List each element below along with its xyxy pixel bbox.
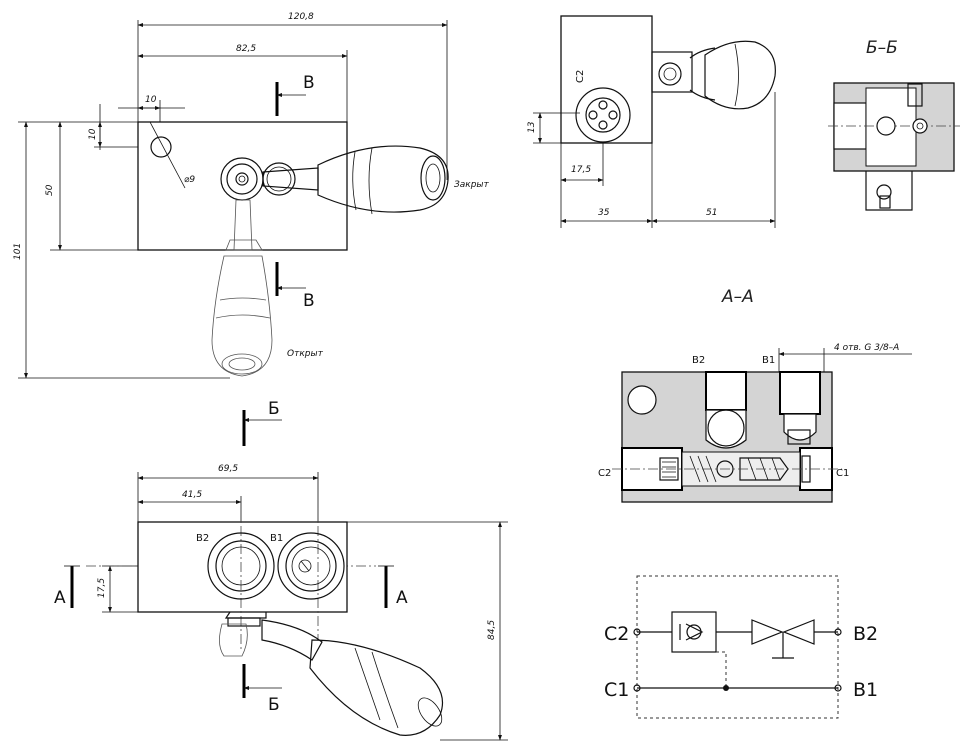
dim-hole-dia-text: ⌀9 [184, 175, 195, 185]
top-view: Б Б 69,5 41,5 17,5 84,5 [54, 399, 508, 741]
top-label-b1: B1 [270, 533, 283, 544]
aa-label-b1: B1 [762, 355, 775, 366]
cut-a-left-label: А [54, 588, 66, 608]
cut-mark-b-top: Б [242, 399, 282, 446]
hydraulic-schematic: C2 C1 B2 B1 [604, 575, 878, 719]
top-handle [219, 611, 444, 736]
shutoff-valve-symbol [751, 619, 815, 659]
dim-height-total: 101 [13, 121, 230, 379]
side-view: C2 13 17,5 35 51 [527, 15, 776, 228]
dim-offset-x-text: 10 [145, 95, 157, 105]
mounting-hole [150, 136, 172, 158]
dim-side-x-port-text: 17,5 [571, 165, 591, 175]
dim-side-y-port: 13 [527, 112, 580, 144]
port-b1 [277, 532, 345, 600]
section-bb-title: Б–Б [866, 38, 898, 58]
aa-label-b2: B2 [692, 355, 705, 366]
cut-b-top-label: Б [268, 399, 280, 419]
cut-b-bottom-label: Б [268, 695, 280, 715]
dim-side-widths: 35 51 [560, 92, 776, 228]
handle-open: Открыт [211, 199, 324, 377]
section-mark-b-bottom: В [275, 262, 315, 311]
cut-mark-a-left: А [54, 565, 80, 608]
schematic-label-b1: B1 [853, 679, 878, 701]
section-b-bottom-label: В [303, 291, 315, 311]
top-label-b2: B2 [196, 533, 209, 544]
dim-top-y-text: 17,5 [97, 578, 107, 598]
label-closed: Закрыт [454, 180, 490, 190]
section-aa: А–А 4 отв. G 3/8–А B2 B1 [598, 287, 912, 503]
section-b-top-label: В [303, 73, 315, 93]
valve-body-side [560, 15, 653, 144]
dim-top-height-text: 84,5 [487, 620, 497, 640]
section-bb: Б–Б [828, 38, 960, 211]
dim-side-x-port: 17,5 [560, 143, 604, 186]
side-port-label: C2 [575, 70, 586, 83]
dim-width-body: 82,5 [137, 44, 348, 58]
dim-side-w-body-text: 35 [598, 208, 610, 218]
dim-side-w-handle-text: 51 [706, 208, 717, 218]
section-mark-b-top: В [275, 73, 315, 116]
dim-height-total-text: 101 [13, 243, 23, 260]
dim-top-y: 17,5 [97, 565, 138, 613]
dim-height-body: 50 [45, 121, 138, 251]
port-b2 [207, 532, 275, 600]
aa-label-c2: C2 [598, 468, 611, 479]
dim-width-total-text: 120,8 [288, 12, 314, 22]
thread-note: 4 отв. G 3/8–А [778, 343, 912, 372]
schematic-boundary [636, 575, 839, 719]
dim-width-total: 120,8 [137, 12, 448, 27]
cut-mark-a-right: А [378, 565, 408, 608]
dim-top-height: 84,5 [347, 521, 508, 741]
schematic-label-c1: C1 [604, 679, 629, 701]
valve-body-top [137, 521, 348, 613]
schematic-label-c2: C2 [604, 623, 629, 645]
dim-offset-y-text: 10 [88, 128, 98, 140]
dim-height-body-text: 50 [45, 184, 55, 196]
dim-top-span-text: 69,5 [218, 464, 238, 474]
dim-offset-x: 10 [118, 95, 185, 122]
dim-side-y-port-text: 13 [527, 121, 537, 133]
aa-label-c1: C1 [836, 468, 849, 479]
check-valve [671, 611, 717, 653]
dim-top-offset-text: 41,5 [182, 490, 202, 500]
label-open: Открыт [287, 349, 324, 359]
schematic-label-b2: B2 [853, 623, 878, 645]
section-aa-title: А–А [721, 287, 754, 307]
front-view: 120,8 82,5 10 10 50 [13, 12, 490, 379]
handle-closed: Закрыт [262, 145, 490, 215]
dim-width-body-text: 82,5 [236, 44, 256, 54]
cut-a-right-label: А [396, 588, 408, 608]
thread-note-text: 4 отв. G 3/8–А [834, 343, 899, 353]
cut-mark-b-bottom: Б [242, 664, 282, 715]
